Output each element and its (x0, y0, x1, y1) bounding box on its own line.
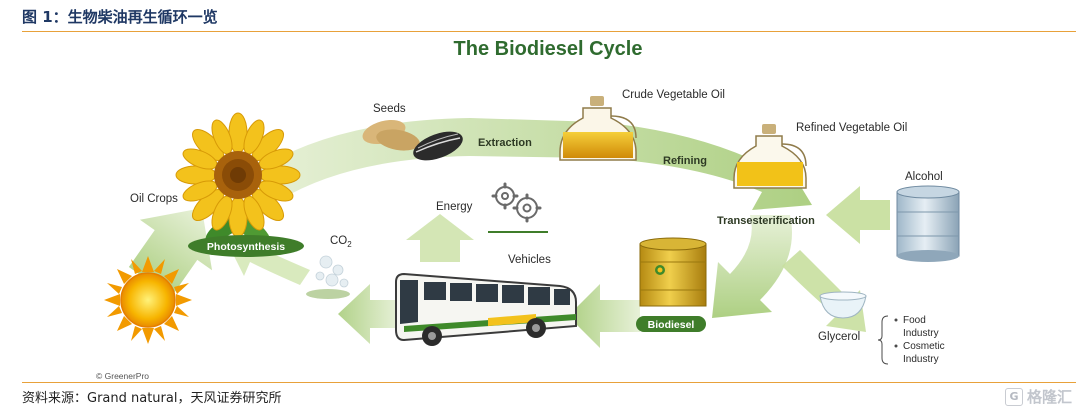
photosynthesis-label: Photosynthesis (207, 241, 285, 253)
use-item: Food (903, 315, 926, 326)
refining-label: Refining (663, 155, 707, 167)
sun-icon (104, 256, 192, 344)
glycerol-label: Glycerol (818, 331, 860, 343)
alcohol-barrel-icon (896, 185, 960, 262)
transesterification-label: Transesterification (717, 215, 815, 227)
use-item: Industry (903, 354, 939, 365)
energy-label: Energy (436, 201, 473, 213)
crude-oil-label: Crude Vegetable Oil (622, 89, 725, 101)
co2-label: CO2 (330, 235, 352, 249)
watermark-logo-icon: G (1004, 387, 1023, 406)
glycerol-uses-list: Food Industry Cosmetic Industry (894, 315, 945, 365)
source-text: 资料来源：Grand natural，天风证券研究所 (22, 391, 282, 406)
watermark-text: 格隆汇 (1026, 388, 1072, 406)
use-item: Cosmetic (903, 341, 945, 352)
watermark: G 格隆汇 (1004, 386, 1072, 407)
co2-ground-icon (306, 289, 350, 299)
biodiesel-drum-icon (639, 237, 707, 307)
glycerol-bowl-icon (819, 291, 867, 319)
caption-rule (22, 31, 1076, 32)
diagram-title: The Biodiesel Cycle (454, 38, 643, 60)
biodiesel-label: Biodiesel (648, 319, 695, 331)
bus-icon (395, 272, 577, 346)
refined-oil-jug-icon (733, 124, 807, 189)
alcohol-label: Alcohol (905, 171, 943, 183)
refined-oil-label: Refined Vegetable Oil (796, 122, 907, 134)
oil-crops-label: Oil Crops (130, 193, 178, 205)
vehicles-label: Vehicles (508, 254, 551, 266)
source-rule (22, 382, 1076, 383)
crude-oil-jug-icon (559, 96, 637, 161)
figure-caption: 图 1：生物柴油再生循环一览 (22, 8, 218, 26)
use-item: Industry (903, 328, 939, 339)
photosynthesis-badge: Photosynthesis (188, 235, 304, 257)
seeds-label: Seeds (373, 103, 406, 115)
extraction-label: Extraction (478, 137, 532, 149)
seeds-icon (362, 119, 463, 161)
biodiesel-badge: Biodiesel (636, 316, 706, 332)
co2-bubbles-icon (315, 255, 349, 288)
copyright-label: © GreenerPro (96, 371, 149, 381)
gears-icon (488, 182, 548, 233)
uses-brace (877, 315, 889, 365)
